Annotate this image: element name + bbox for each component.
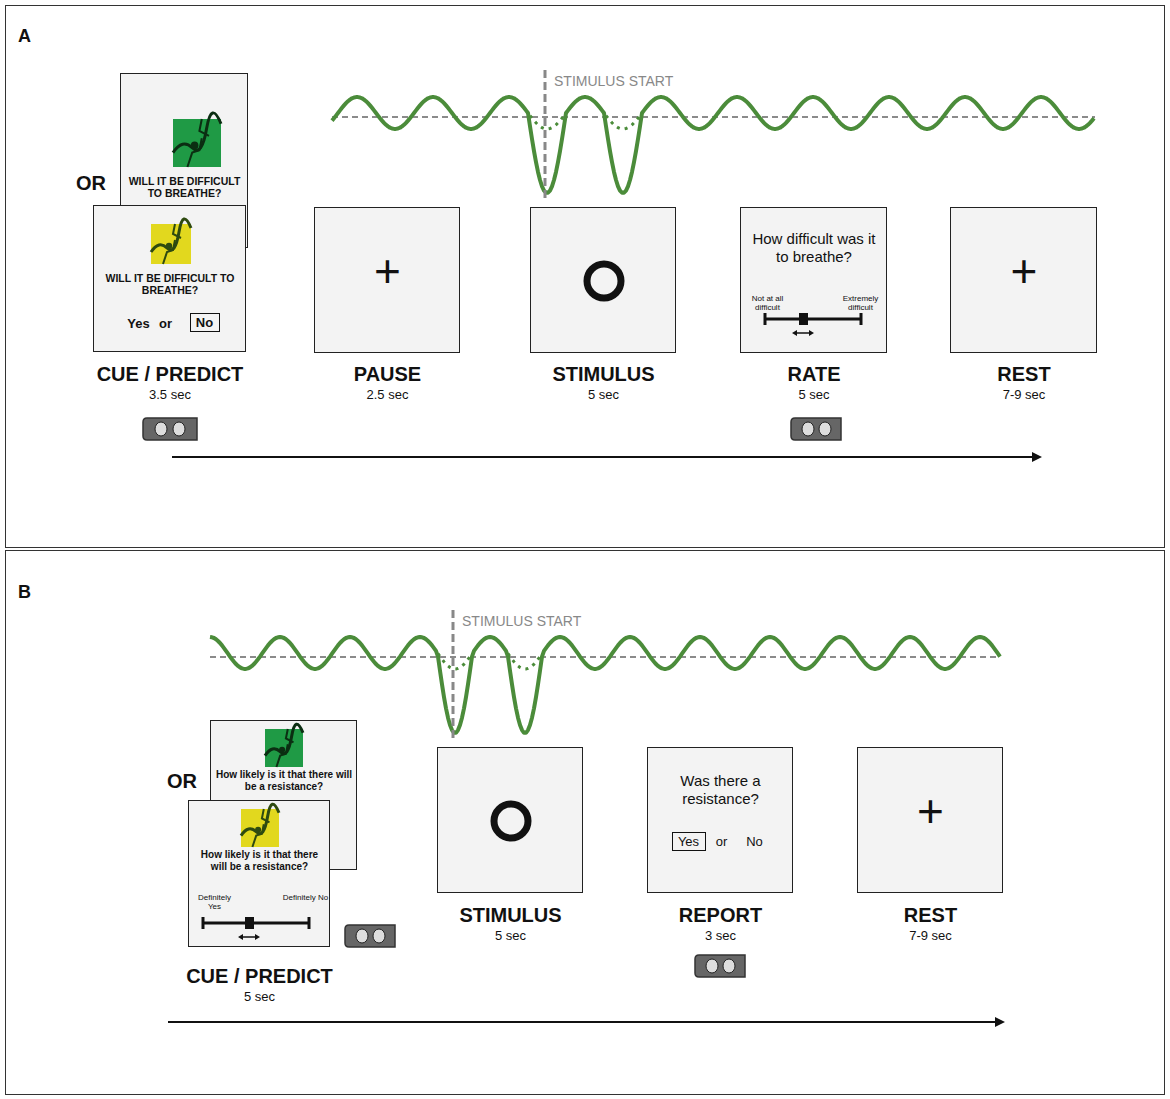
button-box	[143, 418, 197, 440]
screen-picture	[741, 208, 885, 351]
rest-screen: +REST7-9 sec	[857, 747, 1003, 893]
phase-caption: 5 sec	[398, 928, 624, 944]
button-box	[791, 418, 841, 440]
screen-text: WILL IT BE DIFFICULT TO BREATHE?	[125, 175, 245, 200]
screen-picture	[531, 208, 674, 351]
phase-caption: REST	[911, 362, 1138, 386]
phase-caption: 5 sec	[491, 387, 717, 403]
screen-text: +	[315, 248, 461, 294]
marker-label: STIMULUS START	[552, 73, 675, 89]
phase-caption: 2.5 sec	[275, 387, 501, 403]
or-label: OR	[76, 172, 106, 195]
phase-caption: 3.5 sec	[54, 387, 287, 403]
phase-caption: RATE	[701, 362, 928, 386]
stimulus-screen: STIMULUS5 sec	[530, 207, 676, 353]
screen-picture	[438, 748, 581, 891]
report-screen: Was there a resistance?YesorNoREPORT3 se…	[647, 747, 793, 893]
screen-text: A	[18, 26, 31, 48]
phase-caption: REST	[818, 903, 1044, 927]
or-label: OR	[167, 770, 197, 793]
screen-text: How likely is it that there will be a re…	[215, 769, 354, 793]
screen-text: B	[18, 582, 31, 604]
screen-text: How likely is it that there will be a re…	[193, 849, 327, 873]
phase-caption: 5 sec	[701, 387, 928, 403]
screen-text: WILL IT BE DIFFICULT TO BREATHE?	[100, 272, 241, 297]
marker-label: STIMULUS START	[460, 613, 583, 629]
stimulus-start-line	[452, 610, 455, 742]
selected-option: Yes	[672, 832, 706, 852]
screen-picture	[189, 801, 328, 945]
phase-caption: 3 sec	[608, 928, 834, 944]
phase-caption: REPORT	[608, 903, 834, 927]
pause-screen: +PAUSE2.5 sec	[314, 207, 460, 353]
cue-screen: WILL IT BE DIFFICULT TO BREATHE?YesorNoC…	[93, 205, 246, 352]
phase-caption: CUE / PREDICT	[149, 964, 371, 988]
screen-text: +	[951, 248, 1098, 294]
phase-caption: STIMULUS	[398, 903, 624, 927]
screen-text: or	[154, 316, 178, 332]
screen-text: Extremely difficult	[837, 294, 885, 313]
screen-text: How difficult was it to breathe?	[747, 230, 882, 266]
screen-text: Definitely Yes	[191, 893, 239, 912]
panel: B How likely is it that there will be a r…	[5, 550, 1165, 1095]
time-arrow	[172, 456, 1040, 458]
breathing-trace	[210, 637, 1000, 733]
button-box	[345, 925, 395, 947]
screen-text: or	[710, 834, 734, 850]
phase-caption: STIMULUS	[491, 362, 717, 386]
time-arrow	[168, 1021, 1003, 1023]
phase-caption: 5 sec	[149, 989, 371, 1005]
phase-caption: 7-9 sec	[911, 387, 1138, 403]
rate-screen: How difficult was it to breathe? Not at a…	[740, 207, 887, 353]
phase-caption: 7-9 sec	[818, 928, 1044, 944]
phase-caption: PAUSE	[275, 362, 501, 386]
cue-screen: How likely is it that there will be a re…	[188, 800, 330, 947]
screen-text: No	[740, 834, 770, 850]
selected-option: No	[190, 313, 220, 333]
stimulus-screen: STIMULUS5 sec	[437, 747, 583, 893]
screen-text: Was there a resistance?	[656, 772, 786, 808]
stimulus-start-line	[544, 70, 547, 202]
phase-caption: CUE / PREDICT	[54, 362, 287, 386]
button-box	[695, 955, 745, 977]
screen-text: Not at all difficult	[745, 294, 791, 313]
screen-text: Yes	[122, 316, 156, 332]
screen-text: +	[858, 788, 1004, 834]
rest-screen: +REST7-9 sec	[950, 207, 1097, 353]
screen-text: Definitely No	[283, 893, 329, 903]
breathing-trace	[332, 97, 1094, 193]
